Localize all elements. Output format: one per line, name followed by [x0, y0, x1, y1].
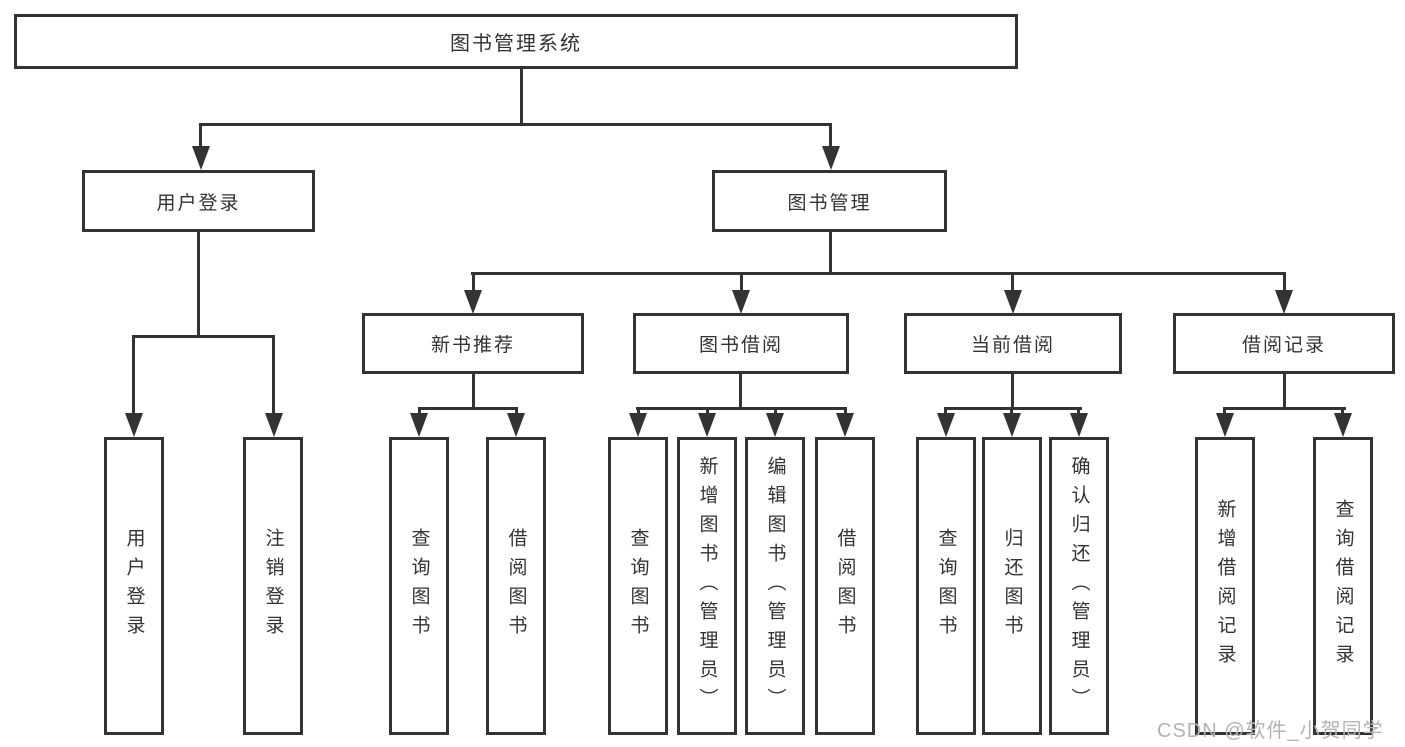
connector-line [774, 407, 777, 417]
connector-line [637, 407, 640, 417]
node-book-borrowing: 图书借阅 [633, 313, 849, 374]
arrow-down-icon [937, 413, 955, 437]
watermark: CSDN @软件_小贺同学 [1157, 720, 1384, 742]
node-book-borrowing-label: 图书借阅 [698, 335, 783, 356]
leaf-borrow-books-borrowing: 借阅图书 [815, 437, 875, 735]
node-current-borrowing-label: 当前借阅 [970, 335, 1055, 356]
connector-line [1011, 374, 1014, 410]
connector-line [132, 335, 275, 338]
connector-line [829, 123, 832, 151]
connector-line [199, 123, 202, 151]
connector-line [132, 335, 135, 417]
connector-line [272, 335, 275, 417]
connector-line [520, 68, 523, 123]
node-current-borrowing: 当前借阅 [904, 313, 1122, 374]
arrow-down-icon [192, 146, 210, 170]
arrow-down-icon [1003, 413, 1021, 437]
leaf-borrow-books-label: 借阅图书 [505, 528, 527, 644]
arrow-down-icon [766, 413, 784, 437]
connector-line [1341, 407, 1344, 417]
leaf-add-book-admin-label: 新增图书（管理员） [696, 455, 718, 717]
arrow-down-icon [265, 413, 283, 437]
leaf-search-borrow-record: 查询借阅记录 [1313, 437, 1373, 735]
arrow-down-icon [1334, 413, 1352, 437]
connector-line [1077, 407, 1080, 417]
connector-line [1011, 272, 1014, 292]
node-borrow-records-label: 借阅记录 [1241, 335, 1326, 356]
leaf-return-books: 归还图书 [982, 437, 1042, 735]
leaf-logout: 注销登录 [243, 437, 303, 735]
leaf-user-login: 用户登录 [104, 437, 164, 735]
node-library-system: 图书管理系统 [14, 14, 1018, 69]
connector-line [1283, 374, 1286, 410]
leaf-edit-book-admin-label: 编辑图书（管理员） [764, 455, 786, 717]
connector-line [740, 272, 743, 292]
arrow-down-icon [507, 413, 525, 437]
connector-line [944, 407, 1082, 410]
connector-line [418, 407, 421, 417]
connector-line [636, 407, 847, 410]
arrow-down-icon [1070, 413, 1088, 437]
leaf-user-login-label: 用户登录 [123, 528, 145, 644]
node-user-login-label: 用户登录 [156, 192, 241, 214]
node-library-system-label: 图书管理系统 [450, 33, 582, 55]
connector-line [418, 407, 518, 410]
leaf-search-books-label: 查询图书 [627, 528, 649, 644]
leaf-search-borrow-record-label: 查询借阅记录 [1332, 499, 1354, 673]
connector-line [472, 374, 475, 410]
connector-line [1223, 407, 1226, 417]
connector-line [1010, 407, 1013, 417]
connector-line [944, 407, 947, 417]
connector-line [199, 123, 832, 126]
connector-line [706, 407, 709, 417]
leaf-search-books-current: 查询图书 [916, 437, 976, 735]
leaf-search-books-label: 查询图书 [935, 528, 957, 644]
node-book-management: 图书管理 [712, 170, 947, 232]
leaf-add-borrow-record: 新增借阅记录 [1195, 437, 1255, 735]
arrow-down-icon [629, 413, 647, 437]
leaf-logout-label: 注销登录 [262, 528, 284, 644]
leaf-borrow-books-label: 借阅图书 [834, 528, 856, 644]
arrow-down-icon [836, 413, 854, 437]
leaf-search-books-label: 查询图书 [408, 528, 430, 644]
arrow-down-icon [464, 290, 482, 314]
node-new-book-recommendation-label: 新书推荐 [430, 335, 515, 356]
connector-line [471, 272, 1285, 275]
connector-line [844, 407, 847, 417]
leaf-borrow-books-recommend: 借阅图书 [486, 437, 546, 735]
arrow-down-icon [1216, 413, 1234, 437]
arrow-down-icon [410, 413, 428, 437]
arrow-down-icon [822, 146, 840, 170]
connector-line [1283, 272, 1286, 292]
leaf-edit-book-admin: 编辑图书（管理员） [745, 437, 805, 735]
arrow-down-icon [125, 413, 143, 437]
connector-line [515, 407, 518, 417]
node-book-management-label: 图书管理 [787, 192, 872, 214]
node-borrow-records: 借阅记录 [1173, 313, 1395, 374]
arrow-down-icon [1004, 290, 1022, 314]
leaf-add-book-admin: 新增图书（管理员） [677, 437, 737, 735]
leaf-confirm-return-admin: 确认归还（管理员） [1049, 437, 1109, 735]
arrow-down-icon [698, 413, 716, 437]
connector-line [829, 232, 832, 275]
leaf-return-books-label: 归还图书 [1001, 528, 1023, 644]
connector-line [472, 272, 475, 292]
leaf-search-books-recommend: 查询图书 [389, 437, 449, 735]
leaf-search-books-borrowing: 查询图书 [608, 437, 668, 735]
arrow-down-icon [1275, 290, 1293, 314]
leaf-confirm-return-admin-label: 确认归还（管理员） [1068, 455, 1090, 717]
arrow-down-icon [732, 290, 750, 314]
node-user-login: 用户登录 [82, 170, 315, 232]
connector-line [739, 374, 742, 410]
leaf-add-borrow-record-label: 新增借阅记录 [1214, 499, 1236, 673]
connector-line [197, 232, 200, 338]
connector-line [1223, 407, 1346, 410]
node-new-book-recommendation: 新书推荐 [362, 313, 584, 374]
